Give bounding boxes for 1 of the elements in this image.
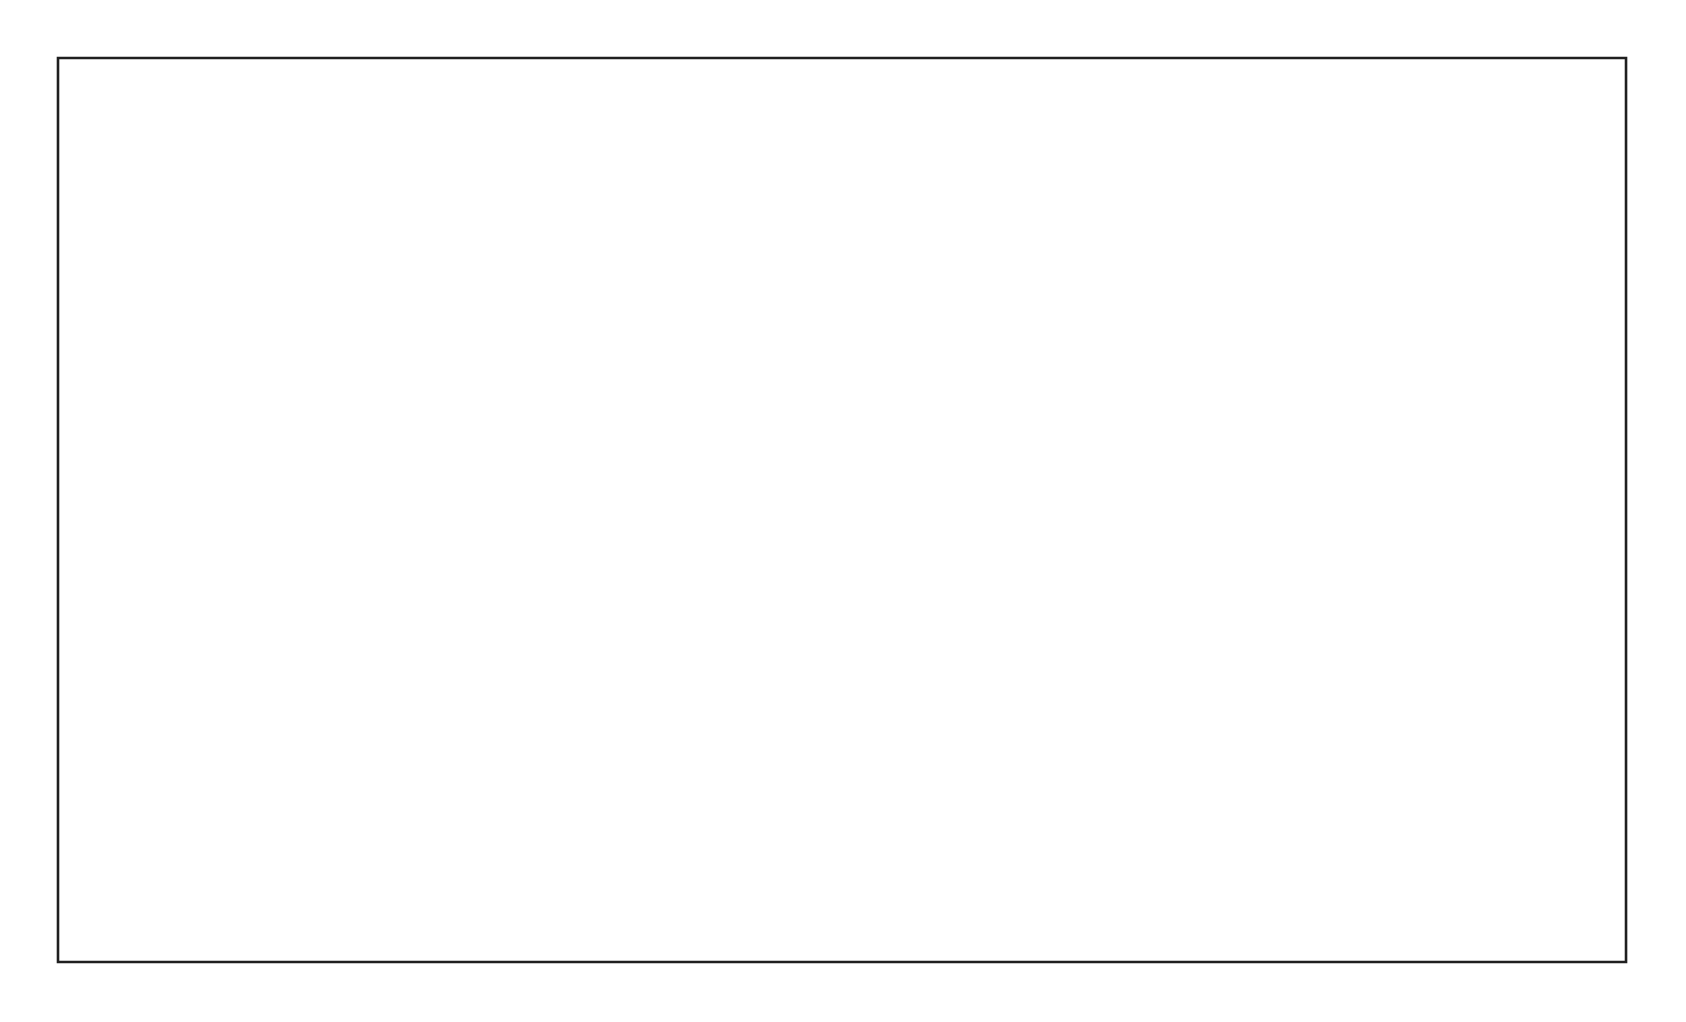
frame-box — [56, 56, 1628, 964]
